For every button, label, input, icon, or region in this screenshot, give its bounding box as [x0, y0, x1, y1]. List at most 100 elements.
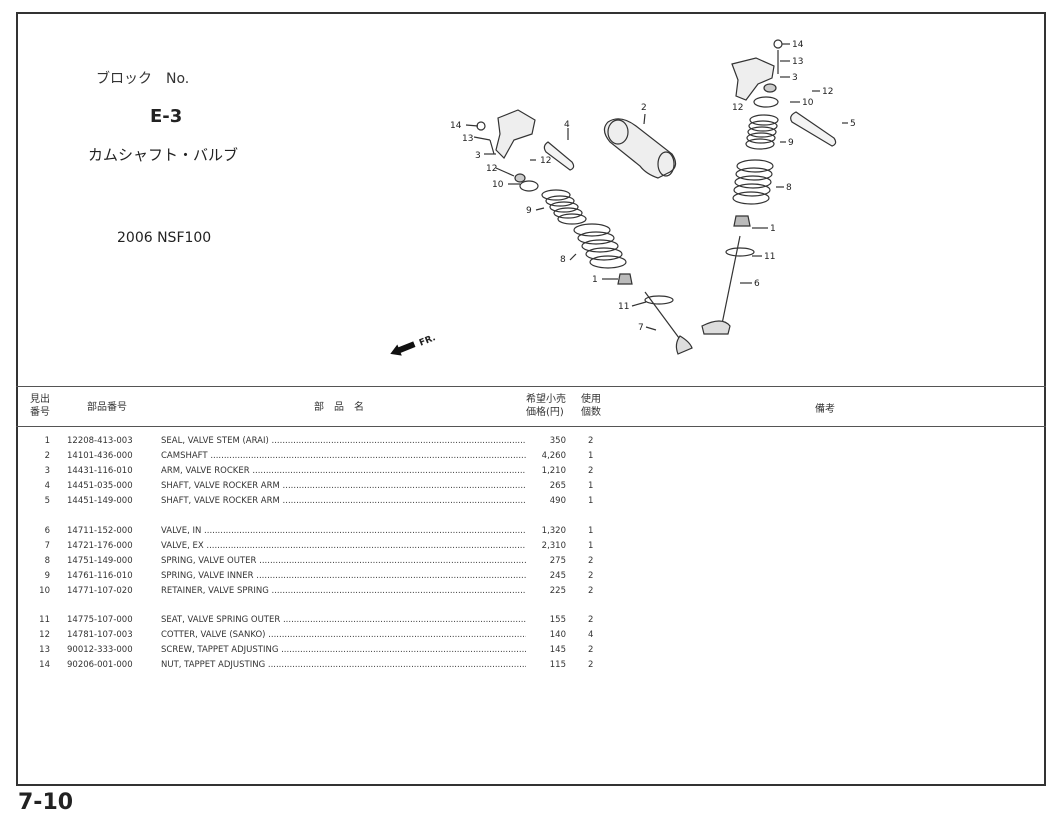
ref-cell: 7 [44, 541, 50, 551]
left-outer-spring [573, 223, 627, 269]
callout-12-right: 12 [822, 87, 833, 97]
price-cell: 275 [549, 556, 566, 566]
parts-diagram: 14 13 3 12 12 10 9 8 1 11 7 4 2 14 13 3 … [450, 39, 856, 355]
ref-cell: 3 [44, 466, 50, 476]
callout-12b-right: 12 [732, 103, 743, 113]
front-direction-arrow: FR. [386, 326, 437, 362]
right-inner-spring [745, 114, 779, 150]
description-cell: SPRING, VALVE OUTER [161, 556, 526, 566]
ref-cell: 13 [39, 645, 50, 655]
description-cell: SCREW, TAPPET ADJUSTING [161, 645, 526, 655]
callout-5: 5 [850, 119, 856, 129]
part-no-cell: 14781-107-003 [67, 630, 133, 640]
callout-13-left: 13 [462, 134, 473, 144]
model-name: 2006 NSF100 [117, 230, 212, 246]
part-no-cell: 90012-333-000 [67, 645, 133, 655]
qty-cell: 4 [588, 630, 594, 640]
price-cell: 245 [549, 571, 566, 581]
description-cell: VALVE, EX [161, 541, 526, 551]
th-price: 希望小売 価格(円) [526, 394, 566, 418]
callout-9-left: 9 [526, 206, 532, 216]
description-cell: SHAFT, VALVE ROCKER ARM [161, 481, 526, 491]
ref-cell: 10 [39, 586, 50, 596]
price-cell: 225 [549, 586, 566, 596]
description-cell: ARM, VALVE ROCKER [161, 466, 526, 476]
qty-cell: 1 [588, 496, 594, 506]
qty-cell: 2 [588, 466, 594, 476]
price-cell: 1,320 [541, 526, 566, 536]
part-no-cell: 14451-149-000 [67, 496, 133, 506]
callout-1-left: 1 [592, 275, 598, 285]
callout-1-right: 1 [770, 224, 776, 234]
page-frame [16, 12, 1046, 786]
callout-11-right: 11 [764, 252, 775, 262]
ref-cell: 4 [44, 481, 50, 491]
th-ref: 見出 番号 [30, 394, 50, 418]
qty-cell: 2 [588, 556, 594, 566]
part-no-cell: 14101-436-000 [67, 451, 133, 461]
header-divider [16, 386, 1046, 387]
callout-8-left: 8 [560, 255, 566, 265]
ref-cell: 8 [44, 556, 50, 566]
th-remarks: 備考 [815, 404, 835, 415]
price-cell: 140 [549, 630, 566, 640]
price-cell: 155 [549, 615, 566, 625]
part-no-cell: 14775-107-000 [67, 615, 133, 625]
callout-3-right: 3 [792, 73, 798, 83]
part-no-cell: 14711-152-000 [67, 526, 133, 536]
qty-cell: 1 [588, 541, 594, 551]
callout-3-left: 3 [475, 151, 481, 161]
description-cell: CAMSHAFT [161, 451, 526, 461]
callout-10-left: 10 [492, 180, 504, 190]
callout-6: 6 [754, 279, 760, 289]
ref-cell: 12 [39, 630, 50, 640]
description-cell: COTTER, VALVE (SANKO) [161, 630, 526, 640]
callout-14-right: 14 [792, 40, 804, 50]
description-cell: SEAL, VALVE STEM (ARAI) [161, 436, 526, 446]
description-cell: NUT, TAPPET ADJUSTING [161, 660, 526, 670]
callout-14-left: 14 [450, 121, 462, 131]
qty-cell: 2 [588, 436, 594, 446]
price-cell: 1,210 [541, 466, 566, 476]
qty-cell: 1 [588, 481, 594, 491]
arrow-left-icon [390, 340, 416, 356]
table-header-divider [16, 426, 1046, 427]
price-cell: 2,310 [541, 541, 566, 551]
block-name: カムシャフト・バルブ [88, 146, 239, 164]
qty-cell: 2 [588, 645, 594, 655]
callout-9-right: 9 [788, 138, 794, 148]
callout-7: 7 [638, 323, 644, 333]
callout-13-right: 13 [792, 57, 803, 67]
left-inner-spring [541, 189, 587, 225]
price-cell: 145 [549, 645, 566, 655]
callout-10-right: 10 [802, 98, 814, 108]
description-cell: SEAT, VALVE SPRING OUTER [161, 615, 526, 625]
description-cell: SPRING, VALVE INNER [161, 571, 526, 581]
part-no-cell: 14721-176-000 [67, 541, 133, 551]
price-cell: 350 [549, 436, 566, 446]
page-number: 7-10 [18, 790, 74, 815]
qty-cell: 1 [588, 451, 594, 461]
callout-4: 4 [564, 120, 570, 130]
th-qty: 使用 個数 [581, 394, 601, 418]
qty-cell: 2 [588, 571, 594, 581]
right-outer-spring [732, 159, 774, 205]
block-label: ブロック No. [96, 71, 190, 87]
callout-11-left: 11 [618, 302, 629, 312]
price-cell: 4,260 [541, 451, 566, 461]
qty-cell: 2 [588, 660, 594, 670]
ref-cell: 9 [44, 571, 50, 581]
qty-cell: 1 [588, 526, 594, 536]
description-cell: SHAFT, VALVE ROCKER ARM [161, 496, 526, 506]
qty-cell: 2 [588, 615, 594, 625]
description-cell: VALVE, IN [161, 526, 526, 536]
block-code: E-3 [150, 106, 183, 127]
price-cell: 265 [549, 481, 566, 491]
description-cell: RETAINER, VALVE SPRING [161, 586, 526, 596]
part-no-cell: 14761-116-010 [67, 571, 133, 581]
part-no-cell: 14451-035-000 [67, 481, 133, 491]
part-no-cell: 12208-413-003 [67, 436, 133, 446]
ref-cell: 11 [39, 615, 50, 625]
callout-12b-left: 12 [486, 164, 497, 174]
callout-12-left: 12 [540, 156, 551, 166]
